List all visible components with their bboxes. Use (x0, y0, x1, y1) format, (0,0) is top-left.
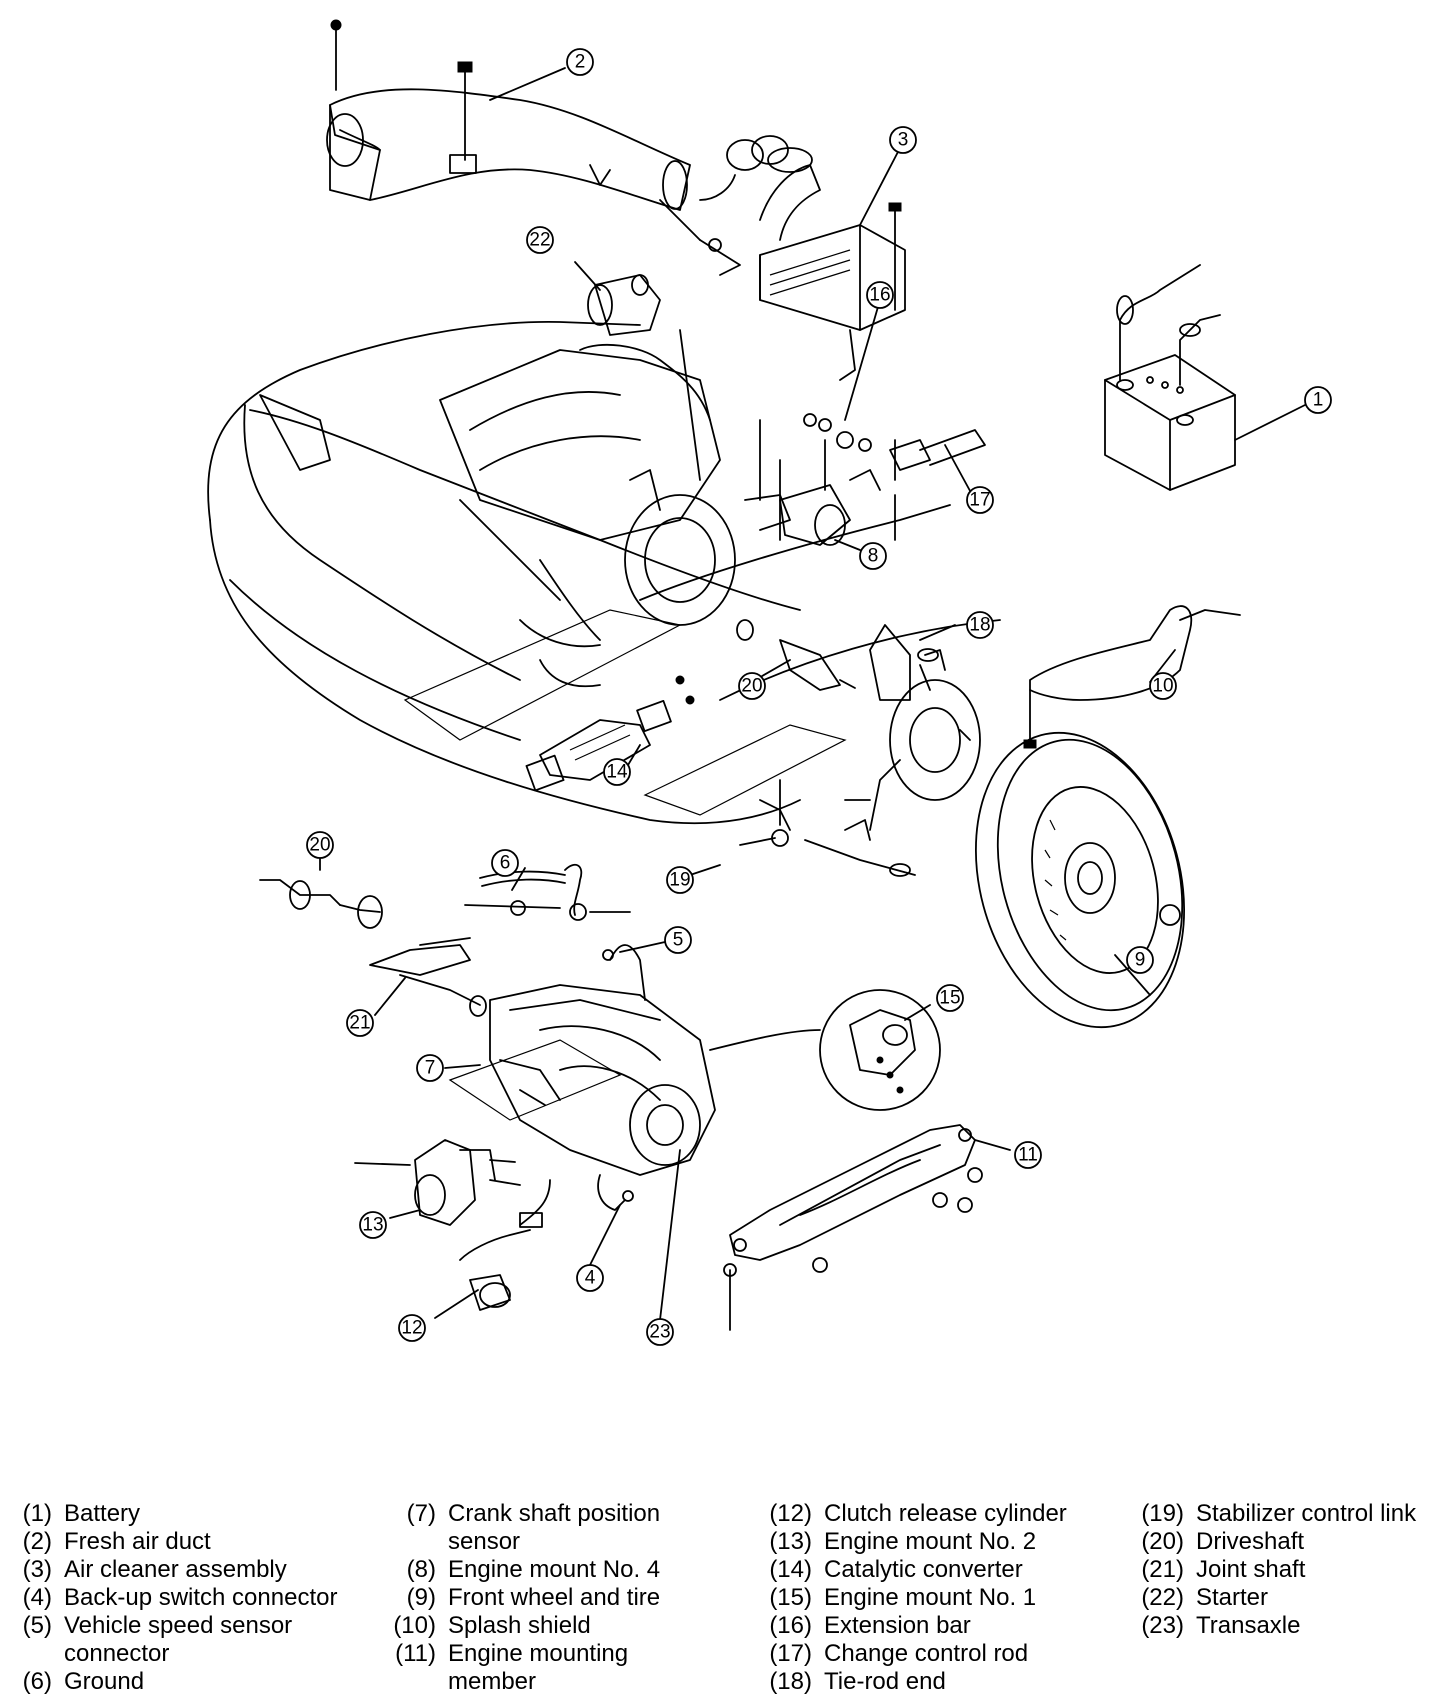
callout-20-right: 20 (738, 672, 766, 700)
svg-text:4: 4 (585, 1268, 596, 1289)
svg-text:23: 23 (649, 1322, 670, 1343)
callout-13: 13 (359, 1211, 387, 1239)
svg-text:15: 15 (939, 988, 960, 1009)
svg-text:21: 21 (349, 1013, 370, 1034)
callout-22: 22 (526, 226, 554, 254)
engine-mount-no2-illustration (354, 1139, 521, 1226)
callout-18: 18 (966, 611, 994, 639)
starter-illustration (587, 274, 701, 481)
callout-19: 19 (666, 866, 694, 894)
svg-text:3: 3 (898, 130, 909, 151)
ground-cable-illustration (464, 863, 631, 921)
callout-9: 9 (1126, 946, 1154, 974)
svg-text:8: 8 (868, 546, 879, 567)
knuckle-driveshaft-illustration (736, 619, 981, 877)
parts-legend: (1)Battery (2)Fresh air duct (3)Air clea… (22, 1500, 1417, 1695)
svg-text:6: 6 (500, 853, 511, 874)
svg-text:22: 22 (529, 230, 550, 251)
callout-23: 23 (646, 1318, 674, 1346)
battery-illustration (1104, 264, 1236, 491)
svg-text:20: 20 (741, 676, 762, 697)
wheel-tire-illustration (974, 731, 1186, 1029)
svg-text:17: 17 (969, 490, 990, 511)
callout-14: 14 (603, 758, 631, 786)
callout-8: 8 (859, 542, 887, 570)
detail-leader (709, 1029, 821, 1051)
engine-mount-no1-detail (819, 989, 941, 1111)
exploded-view-diagram: 1 2 3 4 5 6 7 8 9 10 11 12 13 14 15 16 1… (207, 19, 1332, 1346)
callout-5: 5 (664, 926, 692, 954)
transaxle-illustration (448, 944, 716, 1211)
callout-7: 7 (416, 1054, 444, 1082)
svg-text:16: 16 (869, 285, 890, 306)
svg-text:2: 2 (575, 52, 586, 73)
extension-bar-illustration (803, 413, 986, 541)
callout-11: 11 (1014, 1141, 1042, 1169)
callout-16: 16 (866, 281, 894, 309)
svg-text:10: 10 (1152, 676, 1173, 697)
callout-21: 21 (346, 1009, 374, 1037)
callout-10: 10 (1149, 672, 1177, 700)
svg-text:13: 13 (362, 1215, 383, 1236)
vehicle-body-outline (207, 320, 1001, 825)
clutch-release-cylinder-illustration (459, 1179, 551, 1311)
callout-4: 4 (576, 1264, 604, 1292)
svg-text:20: 20 (309, 835, 330, 856)
callout-2: 2 (566, 48, 594, 76)
engine-mount-no4-illustration (744, 419, 851, 546)
callout-17: 17 (966, 486, 994, 514)
callout-20-left: 20 (306, 831, 334, 859)
joint-shaft-illustration (369, 937, 487, 1017)
callout-6: 6 (491, 849, 519, 877)
svg-text:11: 11 (1018, 1145, 1038, 1166)
left-driveshaft-illustration (259, 879, 383, 929)
svg-text:18: 18 (969, 615, 990, 636)
fresh-air-duct-illustration (326, 19, 691, 211)
svg-text:19: 19 (669, 870, 690, 891)
engine-block-illustration (439, 343, 736, 688)
catalytic-converter-illustration (525, 675, 695, 792)
engine-mounting-member-illustration (723, 1124, 983, 1331)
splash-shield-illustration (1023, 605, 1241, 749)
svg-text:14: 14 (606, 762, 628, 783)
svg-text:1: 1 (1313, 390, 1324, 411)
callout-12: 12 (398, 1314, 426, 1342)
svg-text:7: 7 (425, 1058, 436, 1079)
svg-text:9: 9 (1135, 950, 1146, 971)
svg-text:12: 12 (401, 1318, 422, 1339)
callout-15: 15 (936, 984, 964, 1012)
leader-lines (319, 67, 1306, 1321)
callout-1: 1 (1304, 386, 1332, 414)
callout-3: 3 (889, 126, 917, 154)
svg-text:5: 5 (673, 930, 684, 951)
